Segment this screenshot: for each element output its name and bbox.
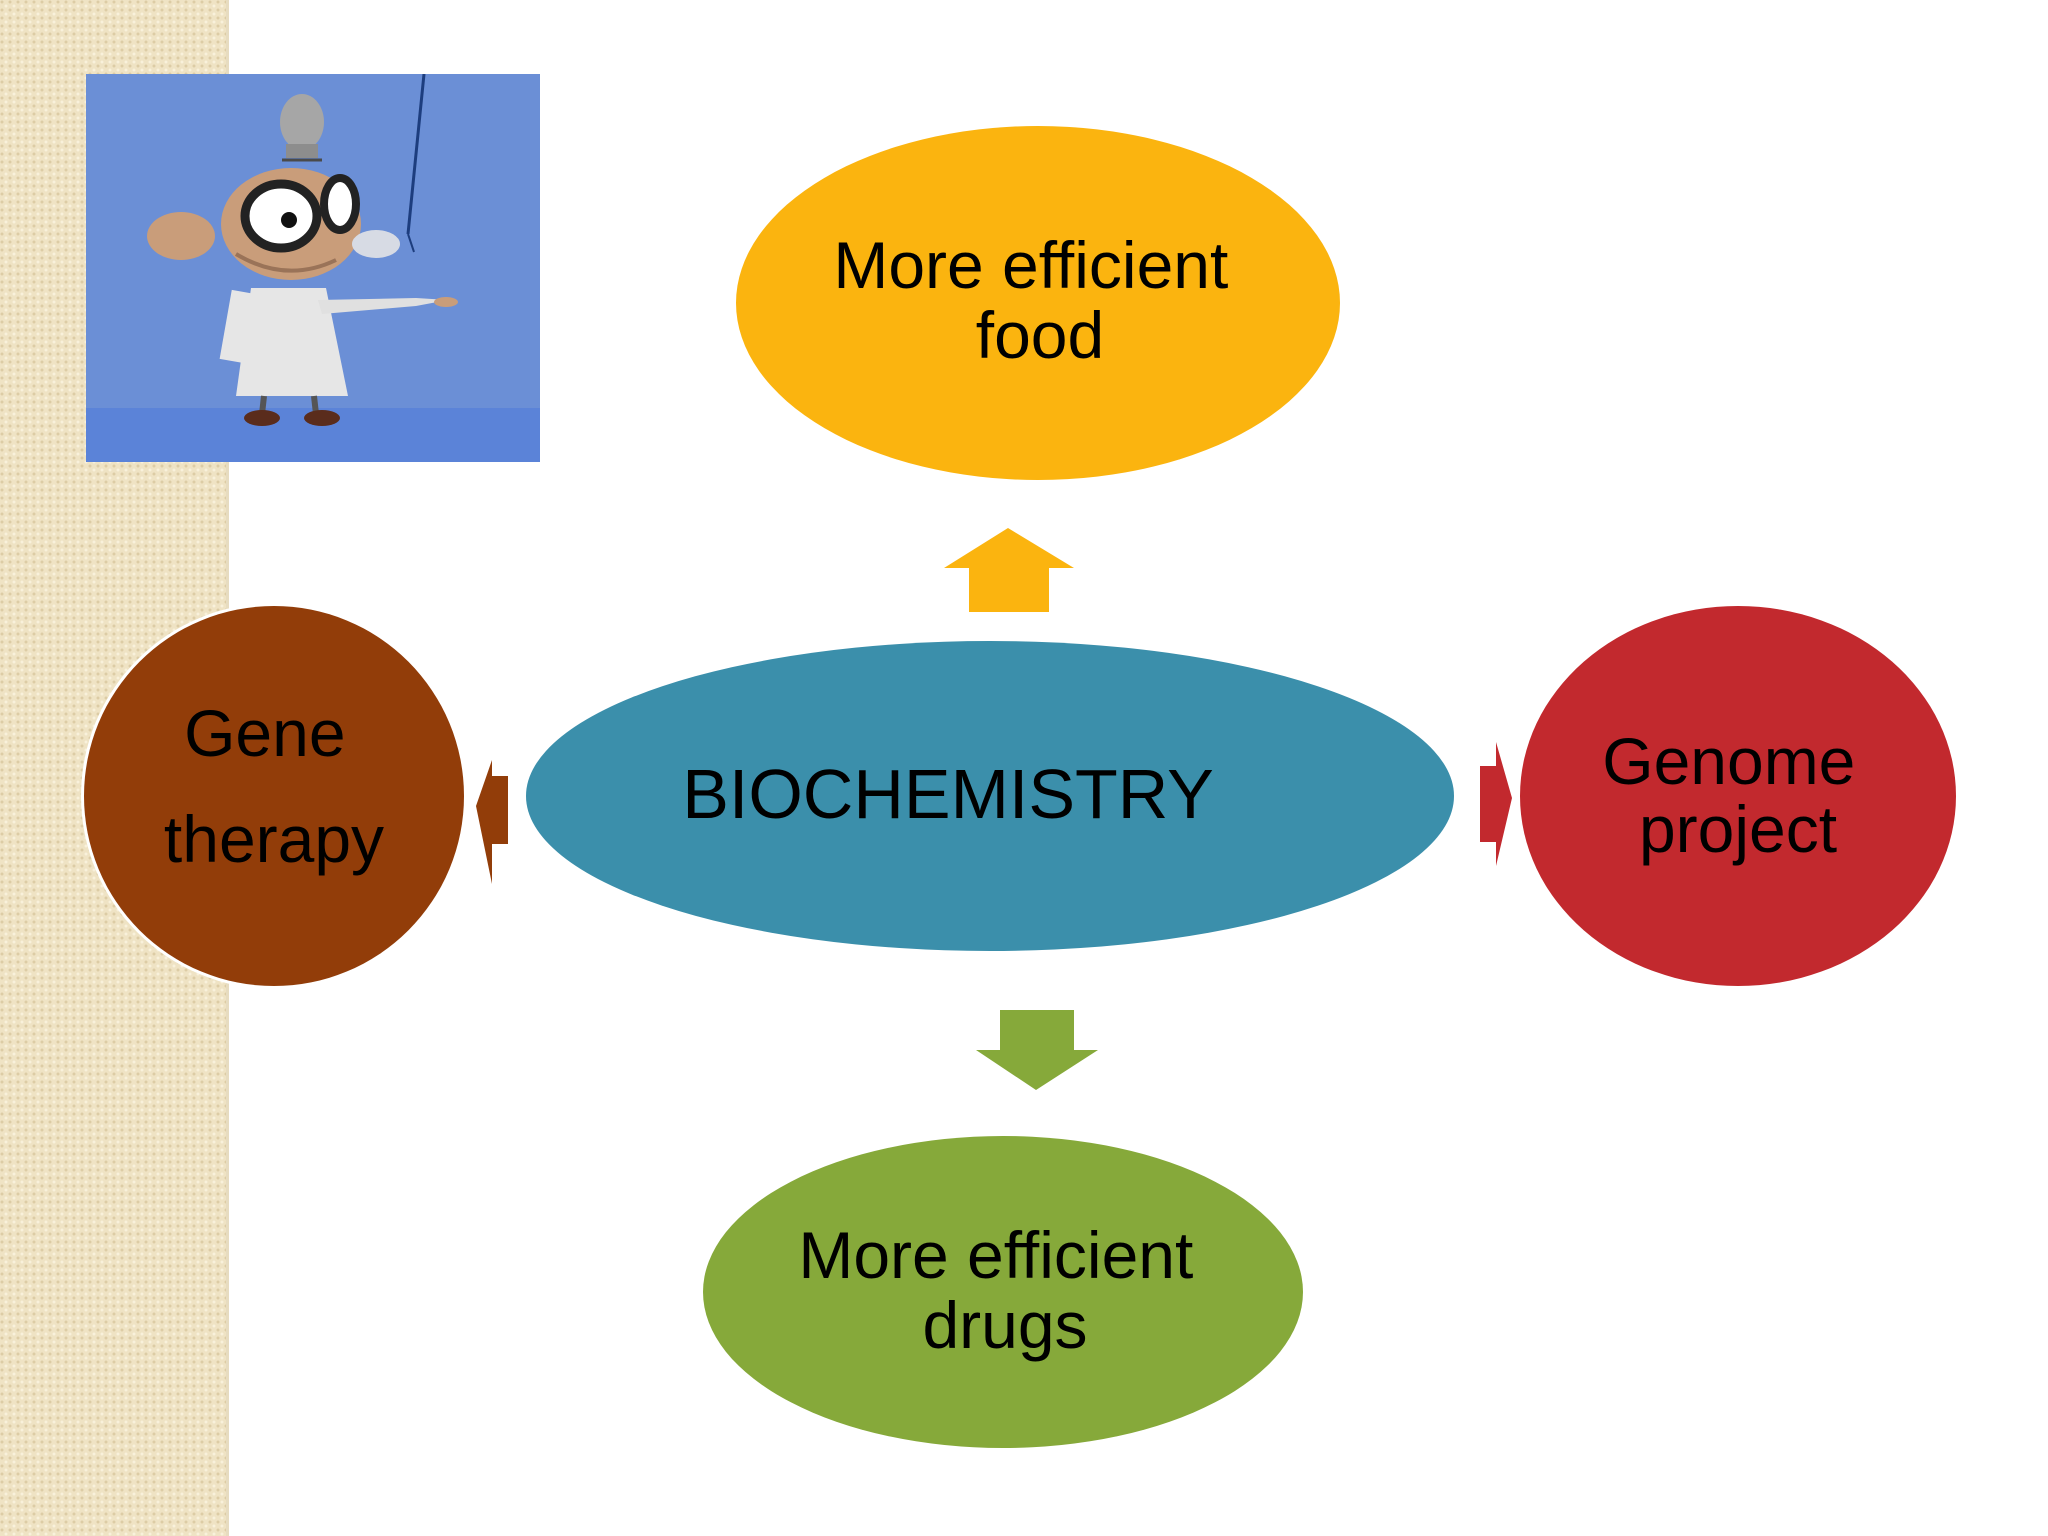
node-center-label: BIOCHEMISTRY	[682, 755, 1214, 833]
node-right-label-line1: Genome	[1602, 724, 1855, 798]
node-left-label-line1: Gene	[184, 696, 345, 770]
node-bottom-label-line1: More efficient	[798, 1218, 1193, 1292]
svg-text:More efficient drugs: More efficient drugs	[798, 1218, 1211, 1362]
node-right-label-line2: project	[1639, 792, 1837, 866]
light-bulb	[280, 94, 324, 150]
glasses-right	[320, 174, 360, 234]
node-more-efficient-food: More efficient food	[736, 126, 1340, 480]
node-biochemistry: BIOCHEMISTRY	[526, 641, 1454, 951]
arrow-left-shape	[476, 760, 508, 884]
node-genome-project: Genome project	[1520, 606, 1956, 986]
node-left-shape	[84, 606, 464, 986]
lab-coat	[236, 288, 348, 396]
arrow-right-shape	[1480, 742, 1512, 866]
scientist-cartoon-icon	[86, 74, 540, 462]
scientist-hair	[352, 230, 400, 258]
svg-text:Gene therapy: Gene therapy	[164, 696, 384, 876]
hanging-wire	[406, 74, 426, 235]
node-gene-therapy: Gene therapy	[81, 603, 467, 989]
node-top-label-line1: More efficient	[833, 228, 1228, 302]
glasses-left	[240, 179, 322, 253]
pointing-arm	[318, 298, 448, 314]
arrow-up	[944, 528, 1074, 612]
shoe-left	[244, 410, 280, 426]
node-bottom-label-line2: drugs	[922, 1288, 1087, 1362]
svg-text:Genome project: Genome project	[1602, 724, 1873, 866]
node-bottom-shape	[703, 1136, 1303, 1448]
node-top-label-line2: food	[976, 298, 1104, 372]
node-center-shape	[526, 641, 1454, 951]
node-left-label-line2: therapy	[164, 802, 384, 876]
shoe-right	[304, 410, 340, 426]
arrow-down-shape	[976, 1010, 1098, 1090]
bulb-base	[286, 144, 318, 158]
arrow-up-shape	[944, 528, 1074, 612]
arrow-right	[1480, 742, 1512, 866]
svg-text:More efficient food: More efficient food	[833, 228, 1246, 372]
hanging-wire-2	[407, 233, 415, 253]
node-more-efficient-drugs: More efficient drugs	[703, 1136, 1303, 1448]
node-right-shape	[1520, 606, 1956, 986]
arrow-left	[476, 760, 508, 884]
arrow-down	[976, 1010, 1098, 1090]
node-top-shape	[736, 126, 1340, 480]
